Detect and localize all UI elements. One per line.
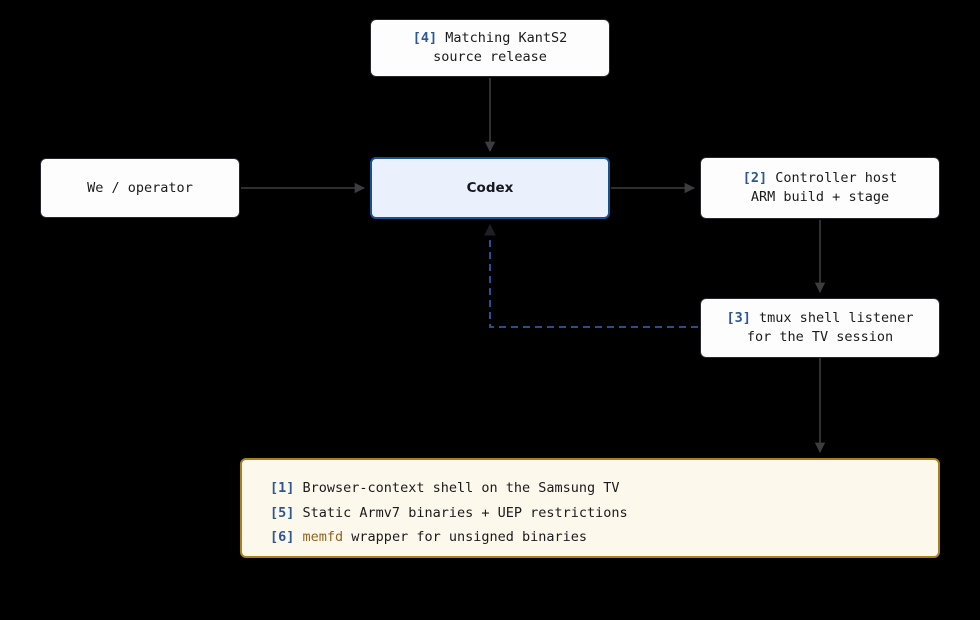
note-item-text: Browser-context shell on the Samsung TV	[302, 480, 620, 496]
node-codex[interactable]: Codex	[370, 157, 610, 219]
note-item-text: wrapper for unsigned binaries	[343, 529, 588, 545]
node-controller-host-line1: [2] Controller host	[743, 169, 897, 188]
node-codex-label: Codex	[466, 179, 514, 196]
note-item-3: [6] memfd wrapper for unsigned binaries	[270, 525, 938, 550]
node-operator-label: We / operator	[87, 179, 193, 196]
note-item-1: [1] Browser-context shell on the Samsung…	[270, 476, 938, 501]
node-kants2-source[interactable]: [4] Matching KantS2 source release	[370, 19, 610, 77]
node-kants2-source-line2: source release	[433, 49, 547, 65]
note-item-tag: [5]	[270, 504, 295, 521]
node-operator[interactable]: We / operator	[40, 158, 240, 218]
node-tmux-listener[interactable]: [3] tmux shell listener for the TV sessi…	[700, 298, 940, 358]
edge-tmux-to-codex-feedback	[484, 223, 698, 328]
node-controller-host[interactable]: [2] Controller host ARM build + stage	[700, 157, 940, 219]
note-item-2: [5] Static Armv7 binaries + UEP restrict…	[270, 501, 938, 526]
note-item-code: memfd	[302, 529, 344, 545]
node-tag: [3]	[726, 310, 751, 326]
node-tag: [4]	[412, 30, 438, 46]
node-tmux-listener-line1: [3] tmux shell listener	[727, 309, 914, 328]
note-item-tag: [6]	[270, 529, 295, 545]
node-text: Controller host	[775, 170, 898, 186]
node-text: tmux shell listener	[759, 310, 914, 326]
node-text: Matching KantS2	[445, 30, 568, 46]
note-box: [1] Browser-context shell on the Samsung…	[240, 458, 940, 558]
node-tmux-listener-line2: for the TV session	[746, 329, 894, 345]
node-kants2-source-line1: [4] Matching KantS2	[413, 29, 567, 48]
node-controller-host-line2: ARM build + stage	[750, 189, 890, 205]
note-item-text: Static Armv7 binaries + UEP restrictions	[302, 504, 628, 521]
note-item-tag: [1]	[270, 480, 295, 496]
node-tag: [2]	[742, 170, 768, 186]
